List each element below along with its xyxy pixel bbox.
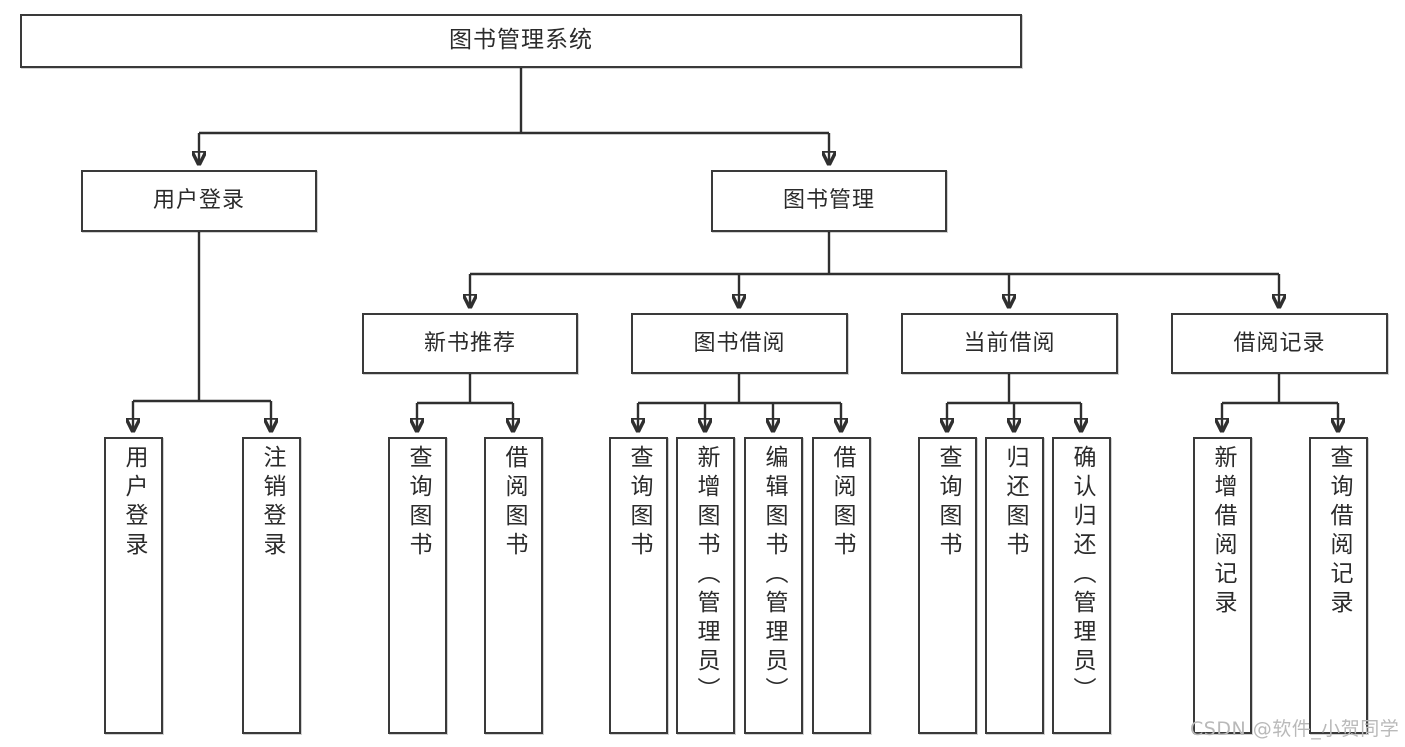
leaf-query-book-3-label: 查询图书 — [935, 445, 961, 561]
leaf-confirm-return[interactable]: 确认归还（管理员） — [1052, 437, 1111, 734]
leaf-return-book[interactable]: 归还图书 — [985, 437, 1044, 734]
leaf-logout-login[interactable]: 注销登录 — [242, 437, 301, 734]
leaf-borrow-book-1[interactable]: 借阅图书 — [484, 437, 543, 734]
node-user-login-label: 用户登录 — [152, 188, 245, 214]
node-book-manage[interactable]: 图书管理 — [711, 170, 947, 232]
node-new-book-recommend[interactable]: 新书推荐 — [362, 313, 578, 374]
leaf-user-login-label: 用户登录 — [121, 445, 147, 561]
node-root[interactable]: 图书管理系统 — [20, 14, 1022, 68]
leaf-query-record[interactable]: 查询借阅记录 — [1309, 437, 1368, 734]
leaf-return-book-label: 归还图书 — [1002, 445, 1028, 561]
leaf-query-book-2-label: 查询图书 — [626, 445, 652, 561]
node-borrow-record[interactable]: 借阅记录 — [1171, 313, 1388, 374]
leaf-logout-login-label: 注销登录 — [259, 445, 285, 561]
leaf-add-record-label: 新增借阅记录 — [1210, 445, 1236, 619]
leaf-query-book-3[interactable]: 查询图书 — [918, 437, 977, 734]
node-new-book-recommend-label: 新书推荐 — [423, 330, 516, 356]
leaf-query-book-1-label: 查询图书 — [405, 445, 431, 561]
leaf-user-login[interactable]: 用户登录 — [104, 437, 163, 734]
node-book-borrow[interactable]: 图书借阅 — [631, 313, 848, 374]
node-borrow-record-label: 借阅记录 — [1233, 330, 1326, 356]
node-root-label: 图书管理系统 — [449, 27, 593, 54]
leaf-borrow-book-2-label: 借阅图书 — [829, 445, 855, 561]
leaf-query-book-1[interactable]: 查询图书 — [388, 437, 447, 734]
leaf-add-book-label: 新增图书（管理员） — [693, 445, 719, 706]
leaf-borrow-book-1-label: 借阅图书 — [501, 445, 527, 561]
node-book-manage-label: 图书管理 — [782, 188, 875, 214]
leaf-confirm-return-label: 确认归还（管理员） — [1069, 445, 1095, 706]
leaf-add-record[interactable]: 新增借阅记录 — [1193, 437, 1252, 734]
node-user-login[interactable]: 用户登录 — [81, 170, 317, 232]
leaf-edit-book[interactable]: 编辑图书（管理员） — [744, 437, 803, 734]
node-current-borrow[interactable]: 当前借阅 — [901, 313, 1118, 374]
leaf-edit-book-label: 编辑图书（管理员） — [761, 445, 787, 706]
node-book-borrow-label: 图书借阅 — [693, 330, 786, 356]
leaf-borrow-book-2[interactable]: 借阅图书 — [812, 437, 871, 734]
node-current-borrow-label: 当前借阅 — [963, 330, 1056, 356]
watermark: CSDN @软件_小贺同学 — [1190, 718, 1400, 740]
leaf-add-book[interactable]: 新增图书（管理员） — [676, 437, 735, 734]
leaf-query-book-2[interactable]: 查询图书 — [609, 437, 668, 734]
leaf-query-record-label: 查询借阅记录 — [1326, 445, 1352, 619]
